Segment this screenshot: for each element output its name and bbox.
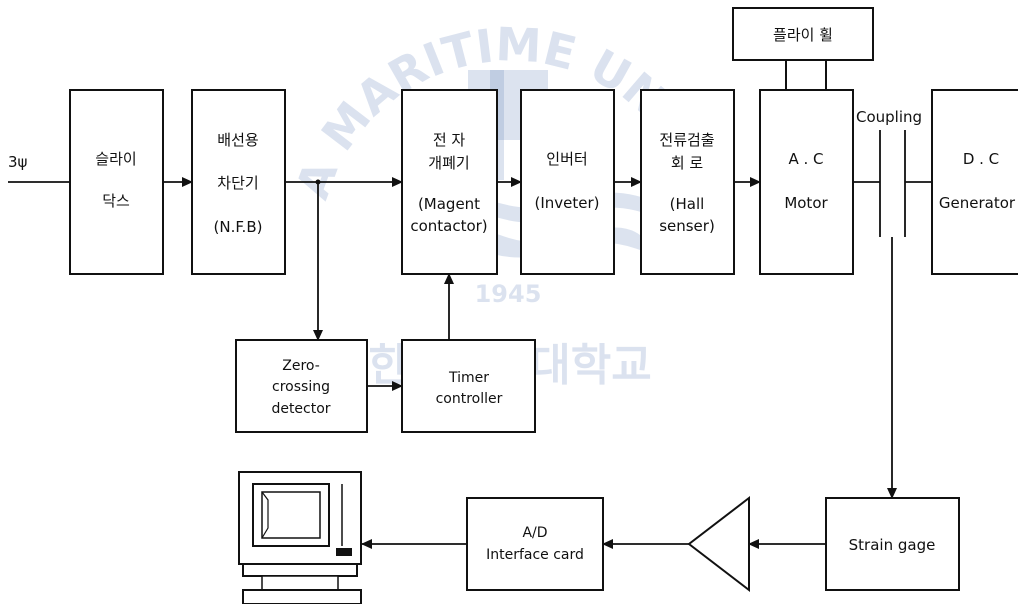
- current-label-3: (Hall: [670, 195, 705, 213]
- input-3phase-label: 3ψ: [8, 153, 28, 171]
- current-label-1: 전류검출: [659, 131, 714, 149]
- motor-label-2: Motor: [784, 194, 828, 212]
- coupling-label: Coupling: [856, 108, 922, 126]
- slidac-label-1: 슬라이: [95, 150, 136, 168]
- ad-label-1: A/D: [522, 525, 547, 541]
- timer-controller-block: [402, 340, 535, 432]
- motor-label-1: A . C: [788, 150, 823, 168]
- current-detector-block: [641, 90, 734, 274]
- nfb-label-3: (N.F.B): [214, 218, 263, 236]
- flywheel-shaft: [786, 60, 826, 90]
- ad-interface-block: [467, 498, 603, 590]
- current-label-4: senser): [659, 217, 715, 235]
- dc-generator-block: [932, 90, 1018, 274]
- zero-label-3: detector: [271, 401, 330, 417]
- computer-icon: [239, 472, 361, 604]
- current-label-2: 회 로: [671, 154, 704, 172]
- timer-label-1: Timer: [448, 370, 489, 386]
- mc-label-2: 개폐기: [428, 154, 469, 172]
- inverter-label-1: 인버터: [546, 150, 587, 168]
- mc-label-1: 전 자: [433, 131, 466, 149]
- nfb-label-2: 차단기: [217, 174, 258, 192]
- ad-label-2: Interface card: [486, 547, 584, 563]
- magnetic-contactor-block: [402, 90, 497, 274]
- amplifier-icon: [689, 498, 749, 590]
- inverter-label-2: (Inveter): [534, 194, 599, 212]
- mc-label-3: (Magent: [418, 195, 480, 213]
- nfb-label-1: 배선용: [217, 131, 258, 149]
- mc-label-4: contactor): [410, 217, 487, 235]
- generator-label-2: Generator: [939, 194, 1016, 212]
- slidac-block: [70, 90, 163, 274]
- flywheel-label: 플라이 휠: [773, 26, 833, 44]
- slidac-label-2: 닥스: [102, 192, 130, 210]
- timer-label-2: controller: [436, 391, 503, 407]
- zero-label-1: Zero-: [282, 358, 320, 374]
- inverter-block: [521, 90, 614, 274]
- strain-label: Strain gage: [849, 536, 936, 554]
- generator-label-1: D . C: [963, 150, 999, 168]
- watermark-year: 1945: [475, 280, 542, 308]
- ac-motor-block: [760, 90, 853, 274]
- zero-label-2: crossing: [272, 379, 330, 395]
